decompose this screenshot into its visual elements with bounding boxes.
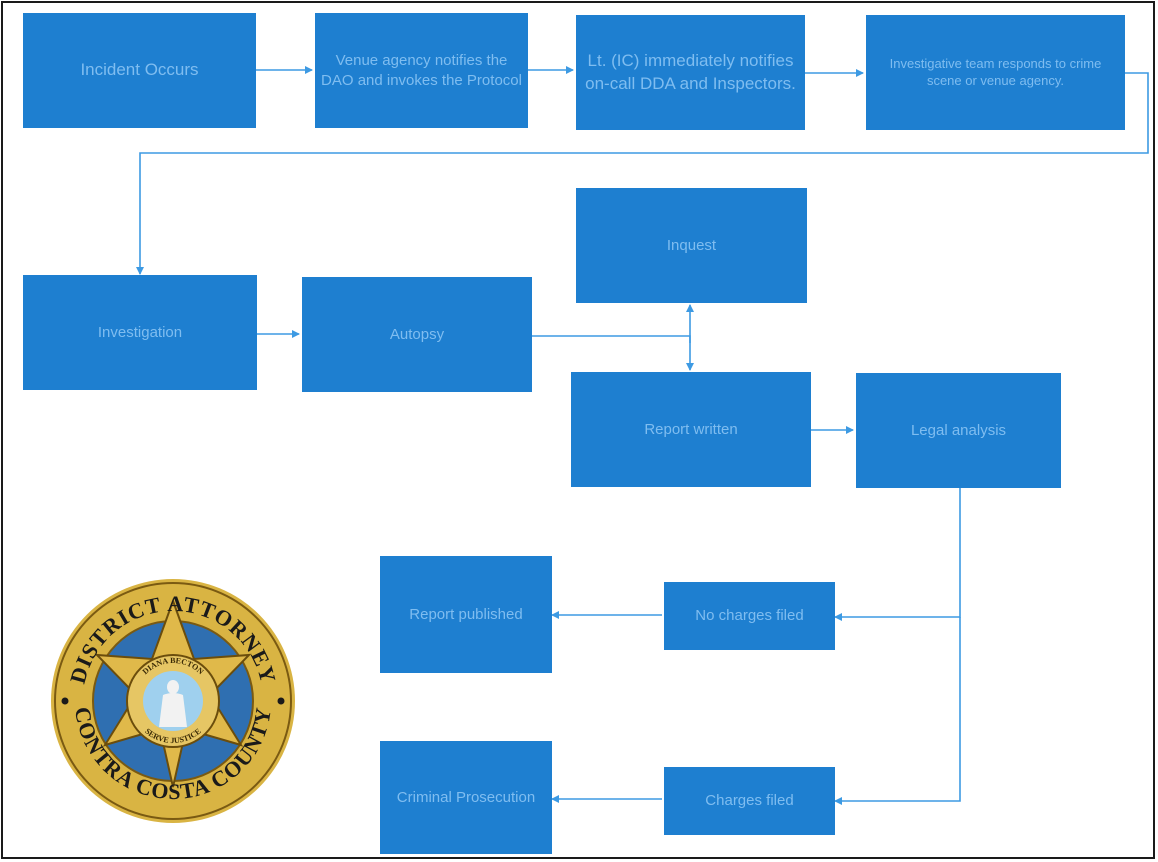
arrow-legal-nocharges [834, 488, 961, 621]
team-responds-box: Investigative team responds to crime sce… [866, 15, 1125, 130]
charges-filed-box: Charges filed [664, 767, 835, 835]
no-charges-box: No charges filed [664, 582, 835, 650]
report-written-box: Report written [571, 372, 811, 487]
arrow-legal-charges [834, 617, 961, 805]
venue-notify-box: Venue agency notifies the DAO and invoke… [315, 13, 528, 128]
inquest-box: Inquest [576, 188, 807, 303]
arrow-autopsy-report [532, 335, 694, 371]
legal-analysis-box: Legal analysis [856, 373, 1061, 488]
report-published-box: Report published [380, 556, 552, 673]
lt-notify-box: Lt. (IC) immediately notifies on-call DD… [576, 15, 805, 130]
arrow-team-investigation [136, 72, 1149, 275]
investigation-box: Investigation [23, 275, 257, 390]
autopsy-box: Autopsy [302, 277, 532, 392]
seal-star-right [277, 697, 285, 705]
district-attorney-seal: DISTRICT ATTORNEY CONTRA COSTA COUNTY DI… [51, 579, 295, 823]
criminal-prosecution-box: Criminal Prosecution [380, 741, 552, 854]
connectors [136, 66, 1149, 805]
incident-box: Incident Occurs [23, 13, 256, 128]
seal-star-left [61, 697, 69, 705]
lady-justice-icon [159, 680, 187, 727]
